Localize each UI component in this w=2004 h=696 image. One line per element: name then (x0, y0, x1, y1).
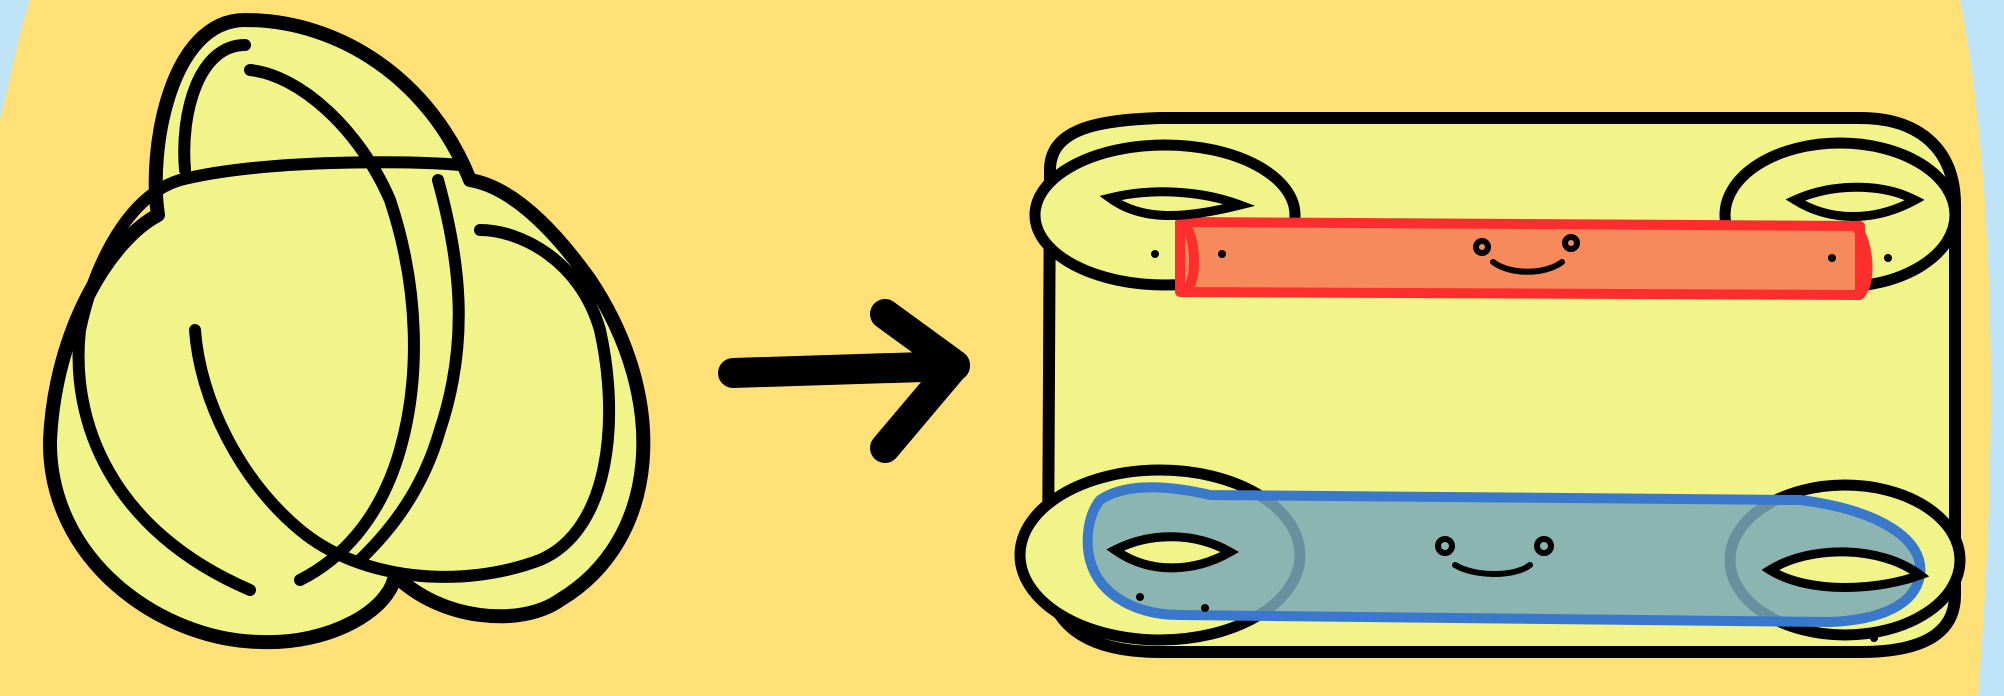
tube-slit-top-left (1099, 187, 1256, 220)
top-band-left-cap (1177, 217, 1200, 296)
trefoil-strand-4 (178, 39, 465, 566)
right-arrow-icon (718, 299, 970, 463)
top-band-right-cap (1851, 222, 1873, 300)
tube-slit-bottom-left (1106, 532, 1240, 573)
trefoil-strand-1 (189, 224, 616, 583)
trefoil-strand-2 (72, 156, 466, 596)
trefoil-knot (42, 13, 651, 650)
trefoil-strand-3 (244, 64, 420, 586)
tube-slit-top-right (1785, 182, 1925, 221)
surface (1014, 112, 1966, 658)
bottom-band (1082, 482, 1926, 627)
face-bottom-band (1435, 536, 1554, 577)
tube-slit-bottom-right (1761, 547, 1930, 592)
top-band (1175, 217, 1865, 300)
face-top-band (1473, 234, 1580, 275)
